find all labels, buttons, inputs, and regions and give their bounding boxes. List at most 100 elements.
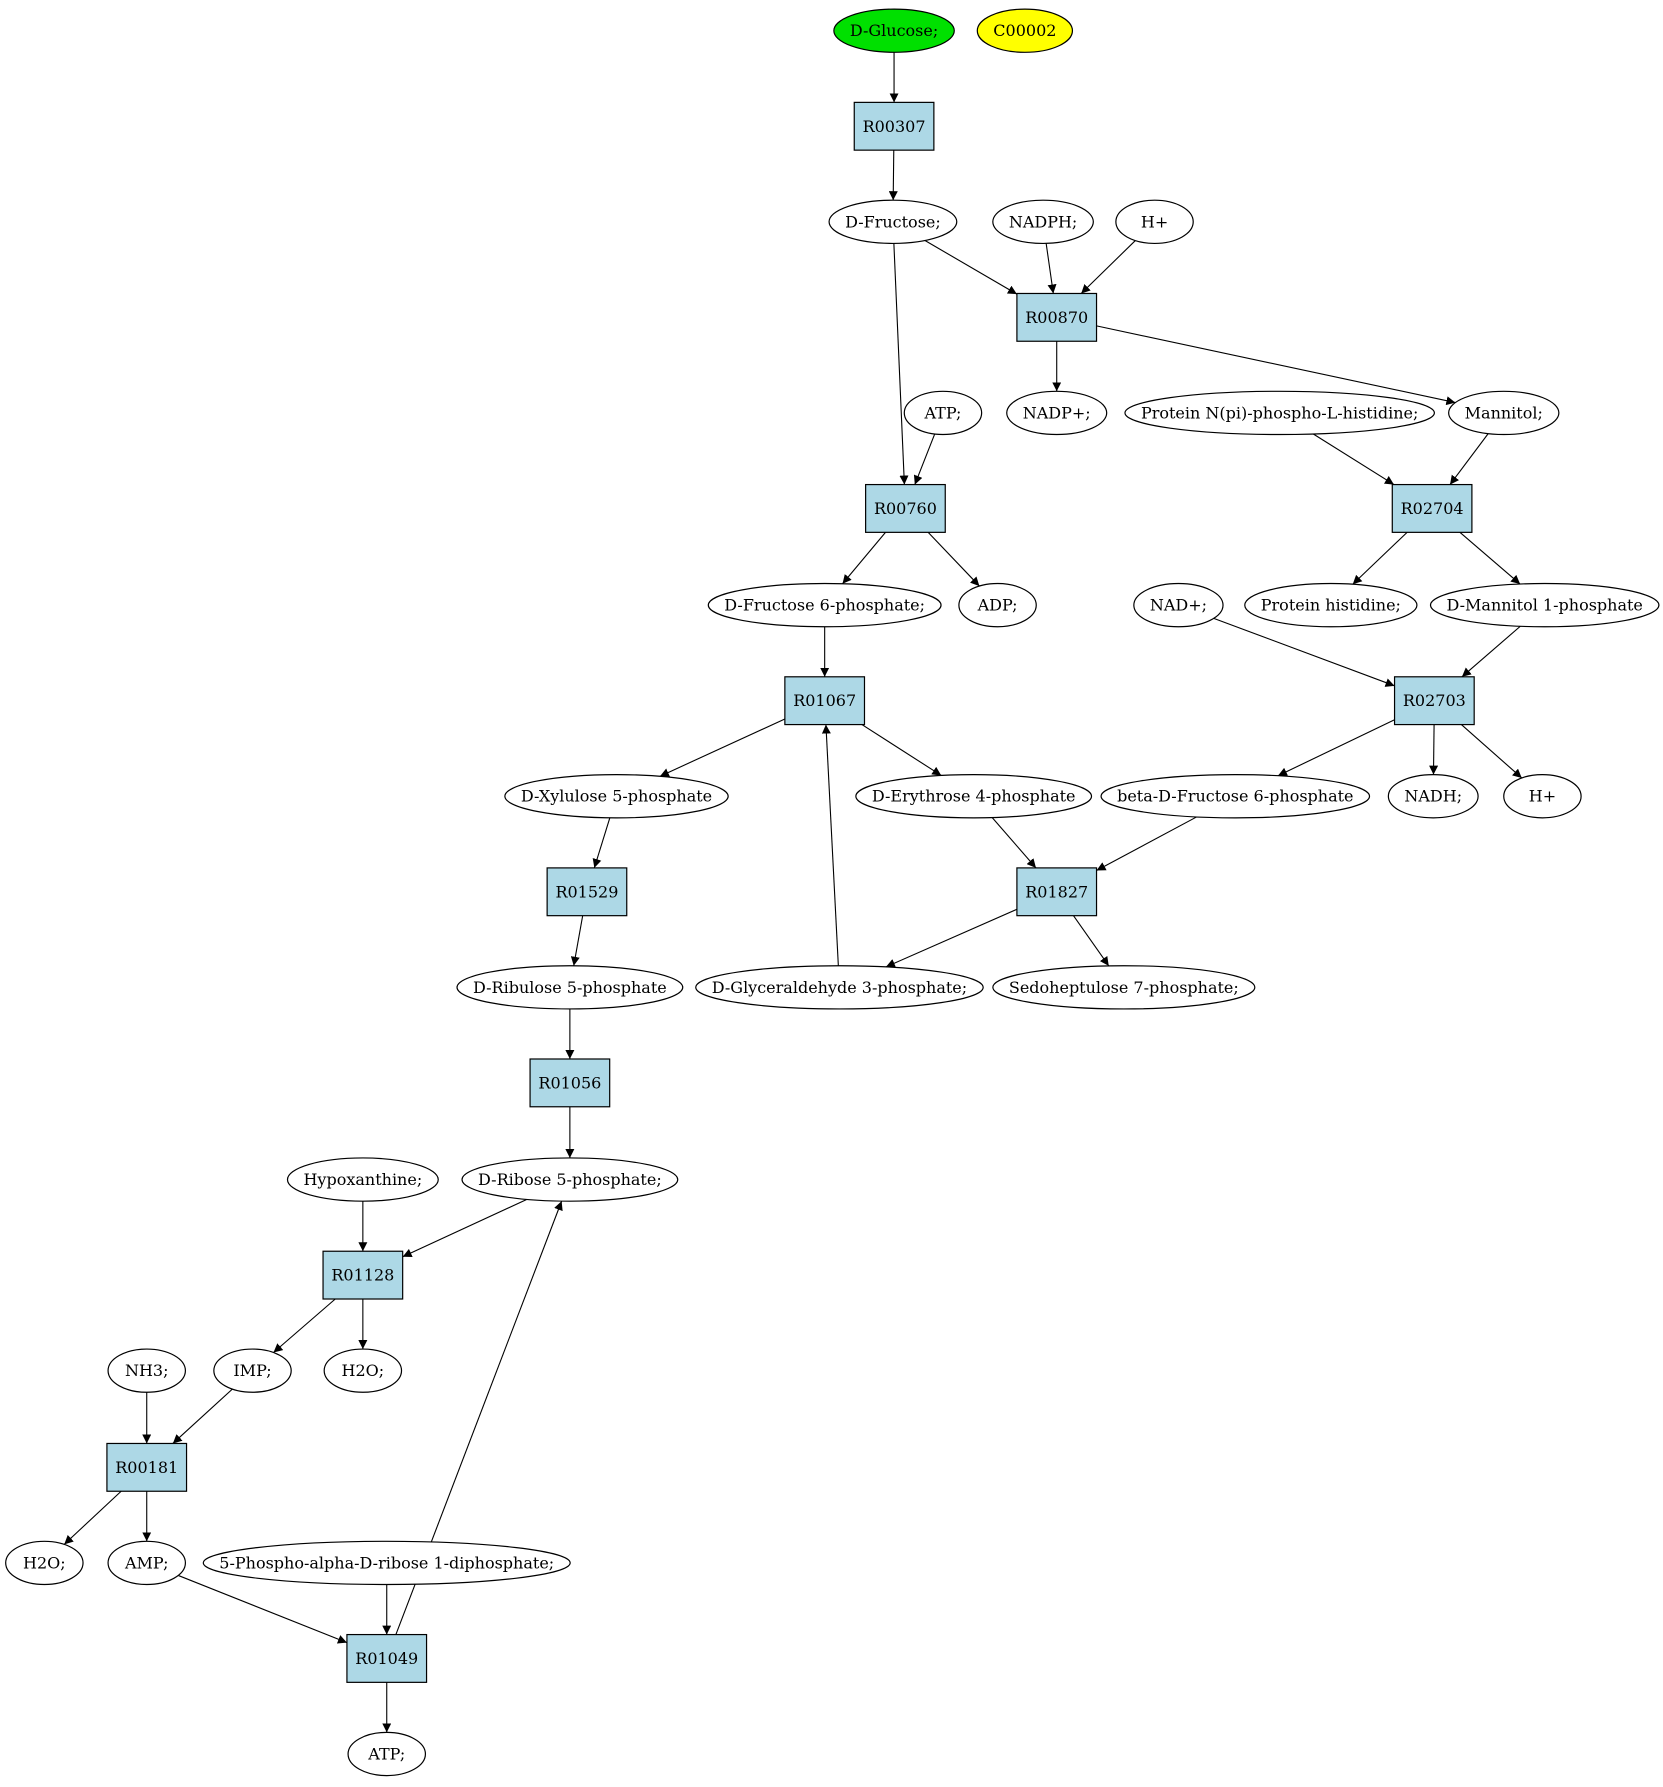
edge-layer <box>63 52 1523 1733</box>
node-label: beta-D-Fructose 6-phosphate <box>1117 787 1353 806</box>
reaction-node-r00760: R00760 <box>865 483 946 533</box>
node-label: Hypoxanthine; <box>303 1170 422 1189</box>
compound-node-fructose: D-Fructose; <box>828 199 958 245</box>
node-label: R00181 <box>115 1458 178 1477</box>
node-label: R00307 <box>863 117 926 136</box>
compound-ellipse <box>461 1157 679 1202</box>
node-label: IMP; <box>233 1361 271 1380</box>
compound-ellipse <box>976 8 1074 53</box>
reaction-box <box>346 1633 428 1683</box>
node-label: H+ <box>1529 787 1556 806</box>
edge-r01529-to-ribulose5p <box>570 915 584 966</box>
edge-r02704-to-proteinhis <box>1352 531 1408 585</box>
reaction-node-r00307: R00307 <box>853 101 935 151</box>
edge-ribose5p-to-r01128 <box>402 1198 528 1258</box>
reaction-box <box>784 676 866 726</box>
compound-ellipse <box>1124 390 1435 436</box>
edge-atp1-to-r00760 <box>913 433 936 485</box>
compound-node-proteinhis: Protein histidine; <box>1244 582 1418 628</box>
node-label: Protein N(pi)-phospho-L-histidine; <box>1141 403 1418 422</box>
compound-node-imp: IMP; <box>213 1348 292 1393</box>
compound-node-ribulose5p: D-Ribulose 5-phosphate <box>456 965 684 1010</box>
compound-ellipse <box>1133 582 1224 628</box>
node-label: R01529 <box>555 882 618 901</box>
compound-node-nadpplus: NADP+; <box>1006 390 1108 436</box>
compound-ellipse <box>958 582 1037 628</box>
node-label: C00002 <box>993 21 1056 40</box>
compound-ellipse <box>213 1348 292 1393</box>
reaction-box <box>1016 867 1098 917</box>
node-label: NAD+; <box>1150 596 1207 615</box>
reaction-node-r01056: R01056 <box>529 1058 611 1108</box>
node-label: D-Glyceraldehyde 3-phosphate; <box>712 978 967 997</box>
compound-ellipse <box>347 1731 427 1777</box>
compound-ellipse <box>992 965 1256 1010</box>
reaction-node-r01067: R01067 <box>784 676 866 726</box>
compound-ellipse <box>903 390 983 436</box>
compound-node-atp1: ATP; <box>903 390 983 436</box>
compound-node-xylulose5p: D-Xylulose 5-phosphate <box>504 774 729 819</box>
node-label: 5-Phospho-alpha-D-ribose 1-diphosphate; <box>219 1553 554 1572</box>
edge-r02703-to-nadh <box>1429 724 1439 775</box>
compound-ellipse <box>833 8 955 53</box>
edge-r01827-to-g3p <box>885 908 1018 968</box>
compound-ellipse <box>202 1540 571 1586</box>
edge-proteinphospho-to-r02704 <box>1313 433 1395 486</box>
compound-ellipse <box>855 774 1093 819</box>
compound-node-f6p: D-Fructose 6-phosphate; <box>707 582 942 628</box>
node-label: R00760 <box>874 499 937 518</box>
edge-fructose-to-r00870 <box>924 240 1018 295</box>
compound-node-amp: AMP; <box>107 1540 187 1586</box>
compound-ellipse <box>695 965 984 1010</box>
node-label: Mannitol; <box>1465 403 1543 422</box>
compound-node-nadph: NADPH; <box>992 199 1094 245</box>
edge-r00760-to-f6p <box>842 531 886 585</box>
node-label: R01128 <box>331 1266 394 1285</box>
node-label: R00870 <box>1025 308 1088 327</box>
reaction-node-r01827: R01827 <box>1016 867 1098 917</box>
reaction-node-r00181: R00181 <box>106 1442 188 1492</box>
node-label: H2O; <box>342 1361 385 1380</box>
edge-r00870-to-mannitol <box>1096 325 1456 406</box>
node-label: R01056 <box>538 1073 601 1092</box>
edge-erythrose4p-to-r01827 <box>991 817 1037 869</box>
compound-ellipse <box>323 1348 403 1393</box>
compound-ellipse <box>5 1540 84 1586</box>
reaction-node-r02703: R02703 <box>1393 676 1475 726</box>
edge-xylulose5p-to-r01529 <box>592 817 611 869</box>
compound-ellipse <box>1503 774 1582 819</box>
reaction-node-r01049: R01049 <box>346 1633 428 1683</box>
edge-fructose-to-r00760 <box>893 243 909 485</box>
compound-ellipse <box>1006 390 1108 436</box>
reaction-node-r00870: R00870 <box>1016 292 1098 342</box>
edge-nadplus-to-r02703 <box>1213 617 1395 687</box>
node-label: NADPH; <box>1009 212 1078 231</box>
compound-ellipse <box>286 1157 439 1202</box>
edge-mannitol-to-r02704 <box>1449 433 1489 485</box>
reaction-node-r02704: R02704 <box>1391 483 1473 533</box>
edge-r00307-to-fructose <box>888 150 898 201</box>
compound-ellipse <box>828 199 958 245</box>
node-label: ADP; <box>977 596 1018 615</box>
edge-r01067-to-xylulose5p <box>659 718 786 777</box>
compound-ellipse <box>456 965 684 1010</box>
edge-r00181-to-h2o2 <box>63 1490 122 1545</box>
compound-ellipse <box>107 1540 187 1586</box>
node-label: NH3; <box>125 1361 169 1380</box>
edge-r02703-to-hplus2 <box>1461 724 1523 779</box>
compound-node-nh3: NH3; <box>107 1348 187 1393</box>
edge-hplus1-to-r00870 <box>1080 240 1136 294</box>
reaction-box <box>1393 676 1475 726</box>
compound-node-c00002: C00002 <box>976 8 1074 53</box>
edge-r00760-to-adp <box>927 531 980 587</box>
compound-node-adp: ADP; <box>958 582 1037 628</box>
compound-node-hplus2: H+ <box>1503 774 1582 819</box>
node-label: D-Fructose; <box>845 212 941 231</box>
reaction-box <box>853 101 935 151</box>
node-label: D-Mannitol 1-phosphate <box>1446 596 1642 615</box>
edge-r01067-to-erythrose4p <box>861 724 942 776</box>
compound-node-hypoxanthine: Hypoxanthine; <box>286 1157 439 1202</box>
compound-node-proteinphospho: Protein N(pi)-phospho-L-histidine; <box>1124 390 1435 436</box>
edge-mannitol1p-to-r02703 <box>1461 625 1521 678</box>
node-label: H2O; <box>23 1553 66 1572</box>
